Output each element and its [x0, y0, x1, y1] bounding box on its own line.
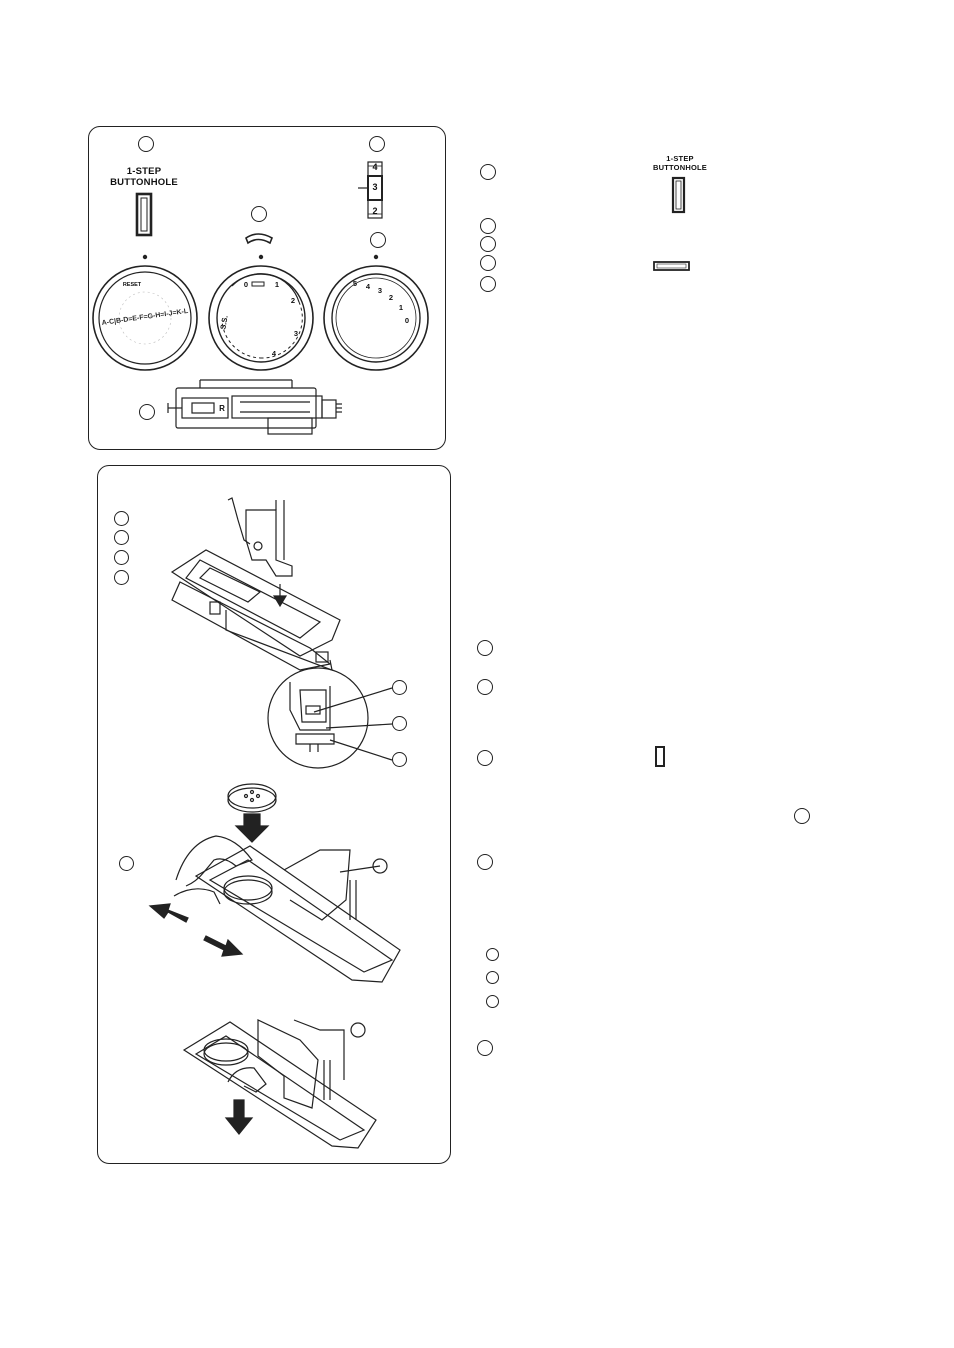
- reset-label: RESET: [122, 282, 142, 288]
- indicator-dot-middle: [258, 254, 264, 260]
- stitch-length-icon: [245, 233, 274, 245]
- detail-ref-1: [392, 680, 407, 695]
- buttonhole-label-line1: 1-STEP: [126, 166, 162, 177]
- attach-foot-panel: [97, 465, 451, 1164]
- step-circle-1: [477, 640, 493, 656]
- bottom-ref-2: [114, 530, 129, 545]
- pattern-number-4: 4: [372, 162, 378, 172]
- buttonhole-foot-top-view: [167, 379, 342, 435]
- legend-circle-c: [480, 236, 496, 252]
- step-buttonhole-icon: [655, 746, 665, 767]
- ref-circle-c: [251, 206, 267, 222]
- right-dial-mark-2: 2: [388, 293, 394, 302]
- indicator-dot-left: [142, 254, 148, 260]
- legend-circle-d: [480, 255, 496, 271]
- right-dial-mark-4: 4: [365, 282, 371, 291]
- detail-ref-3: [392, 752, 407, 767]
- legend-buttonhole-label: 1-STEP BUTTONHOLE: [644, 154, 716, 172]
- bottom-ref-4: [114, 570, 129, 585]
- right-dial-mark-1: 1: [398, 303, 404, 312]
- figure-pull-lever: [182, 1019, 377, 1149]
- legend-circle-e: [480, 276, 496, 292]
- buttonhole-dial[interactable]: [92, 265, 198, 371]
- indicator-dot-right: [373, 254, 379, 260]
- step-circle-ref: [794, 808, 810, 824]
- mid-dial-mark-3: 3: [293, 329, 299, 338]
- sub-circle-2: [486, 971, 499, 984]
- step-circle-5: [477, 1040, 493, 1056]
- legend-circle-a: [480, 164, 496, 180]
- bottom-ref-1: [114, 511, 129, 526]
- foot-letter: R: [219, 404, 225, 413]
- sub-circle-1: [486, 948, 499, 961]
- pattern-window: [358, 161, 383, 219]
- legend-bar-tack-icon: [653, 261, 690, 271]
- stitch-length-dial[interactable]: [323, 265, 429, 371]
- figure-detail-circle: [267, 667, 393, 769]
- mid-dial-mark-4: 4: [271, 349, 277, 358]
- buttonhole-symbol-icon: [135, 192, 153, 237]
- sub-circle-3: [486, 995, 499, 1008]
- buttonhole-label: 1-STEP BUTTONHOLE: [104, 166, 184, 188]
- figure-insert-button: [148, 783, 401, 983]
- mid-dial-mark-1: 1: [274, 280, 280, 289]
- legend-circle-b: [480, 218, 496, 234]
- step-circle-3: [477, 750, 493, 766]
- figure-attach-foot: [170, 497, 341, 671]
- step-circle-4: [477, 854, 493, 870]
- buttonhole-label-line2: BUTTONHOLE: [110, 177, 178, 188]
- ref-circle-e: [139, 404, 155, 420]
- ref-circle-a: [138, 136, 154, 152]
- step-circle-2: [477, 679, 493, 695]
- stitch-width-dial[interactable]: [208, 265, 314, 371]
- ref-circle-b: [369, 136, 385, 152]
- bottom-ref-3: [114, 550, 129, 565]
- mid-dial-mark-2: 2: [290, 296, 296, 305]
- mid-dial-mark-0: 0: [243, 280, 249, 289]
- legend-label-line2: BUTTONHOLE: [653, 163, 707, 172]
- ref-circle-d: [370, 232, 386, 248]
- pattern-number-2: 2: [372, 206, 378, 216]
- right-dial-mark-0: 0: [404, 316, 410, 325]
- pattern-number-3: 3: [372, 182, 378, 192]
- legend-buttonhole-icon: [671, 176, 686, 214]
- detail-ref-2: [392, 716, 407, 731]
- right-dial-mark-3: 3: [377, 286, 383, 295]
- right-dial-mark-5: 5: [352, 279, 358, 288]
- button-ref: [119, 856, 134, 871]
- legend-label-line1: 1-STEP: [666, 154, 694, 163]
